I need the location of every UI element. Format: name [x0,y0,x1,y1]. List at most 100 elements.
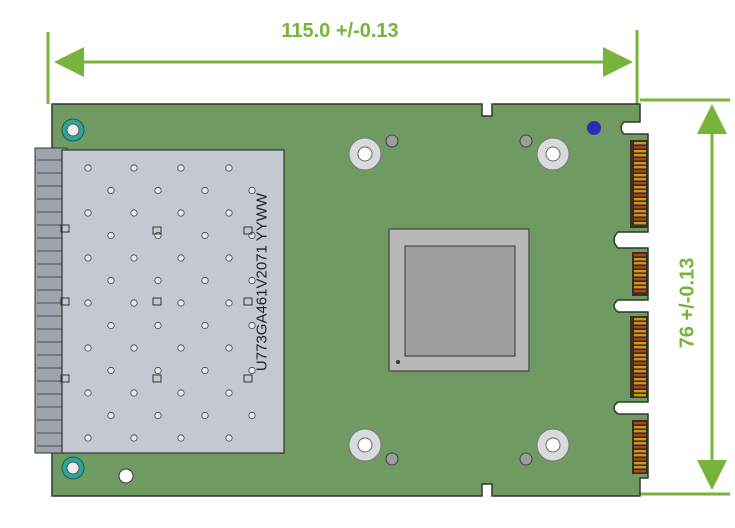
vent-hole [130,299,138,307]
vent-hole [225,164,233,172]
connector-pin [634,442,646,445]
connector-pin [634,254,646,257]
vent-hole [130,209,138,217]
vent-hole [225,299,233,307]
vent-hole [201,366,209,375]
cage-tab [152,374,162,383]
sfp-cage [34,147,285,454]
vent-hole [107,321,115,330]
connector-pin [634,422,646,425]
vent-hole [248,321,256,330]
vent-hole [154,366,162,375]
connector-pin [634,258,646,261]
connector-pin [634,182,646,185]
connector-pin [634,178,646,181]
connector-pin [634,334,646,337]
connector-pin [634,202,646,205]
cage-tab [243,297,253,306]
vent-hole [84,344,92,352]
vent-hole [201,321,209,330]
vent-hole [177,434,185,442]
vent-hole [154,276,162,285]
height-dimension-label: 76 +/-0.13 [676,257,699,349]
connector-pin [634,354,646,357]
connector-pin [634,286,646,289]
connector-pin [634,458,646,461]
vent-hole [177,254,185,262]
vent-hole [177,164,185,172]
vent-hole [130,254,138,262]
connector-pin [634,274,646,277]
vent-hole [201,231,209,240]
cage-tab [243,226,253,235]
vent-hole [107,366,115,375]
connector-pin [634,166,646,169]
vent-hole [177,209,185,217]
connector-pin [634,390,646,393]
cage-tab [152,226,162,235]
connector-pin [634,190,646,193]
vent-hole [107,411,115,420]
connector-pin [634,142,646,145]
connector-pin [634,450,646,453]
connector-pins [634,142,646,473]
connector-pin [634,342,646,345]
connector-pin [634,350,646,353]
connector-pin [634,446,646,449]
cage-tabs [60,224,253,383]
mounting-holes [61,118,601,484]
standoff-pin [385,452,399,466]
vent-hole [84,299,92,307]
connector-pin [634,198,646,201]
cage-tab [60,297,70,306]
connector-pin [634,218,646,221]
connector-pin [634,462,646,465]
vent-hole [248,186,256,195]
connector-pin [634,162,646,165]
connector-pin [634,326,646,329]
heatsink-screw [348,137,382,171]
fiducial-dot-icon [587,121,601,135]
connector-pin [634,146,646,149]
connector-segment-3 [630,316,648,398]
connector-pin [634,322,646,325]
vent-hole [177,344,185,352]
width-dimension-label: 115.0 +/-0.13 [281,20,399,42]
connector-pin [634,318,646,321]
vent-hole [84,389,92,397]
mounting-hole-center [66,123,80,137]
vent-hole [177,389,185,397]
heatsink-mounts [348,134,570,466]
connector-pin [634,262,646,265]
vent-hole [248,276,256,285]
vent-hole [248,366,256,375]
vent-hole [107,231,115,240]
standoff-pin [519,134,533,148]
connector-pin [634,290,646,293]
vent-hole [130,434,138,442]
connector-pin [634,466,646,469]
connector-pin [634,430,646,433]
connector-pin [634,170,646,173]
cage-tab [152,297,162,306]
vent-hole [154,186,162,195]
connector-pin [634,154,646,157]
vent-hole [84,164,92,172]
vent-hole [201,186,209,195]
connector-pin [634,278,646,281]
vent-hole [201,276,209,285]
connector-pin [634,158,646,161]
vent-hole [225,344,233,352]
connector-pin [634,394,646,397]
connector-pin [634,206,646,209]
connector-pin [634,382,646,385]
vent-hole [130,164,138,172]
vent-hole [84,434,92,442]
vent-hole [154,411,162,420]
height-dimension [640,98,730,496]
standoff-pin [385,134,399,148]
vent-hole [107,186,115,195]
cage-flange-ribs [37,159,64,447]
connector-pin [634,330,646,333]
vent-hole [154,231,162,240]
